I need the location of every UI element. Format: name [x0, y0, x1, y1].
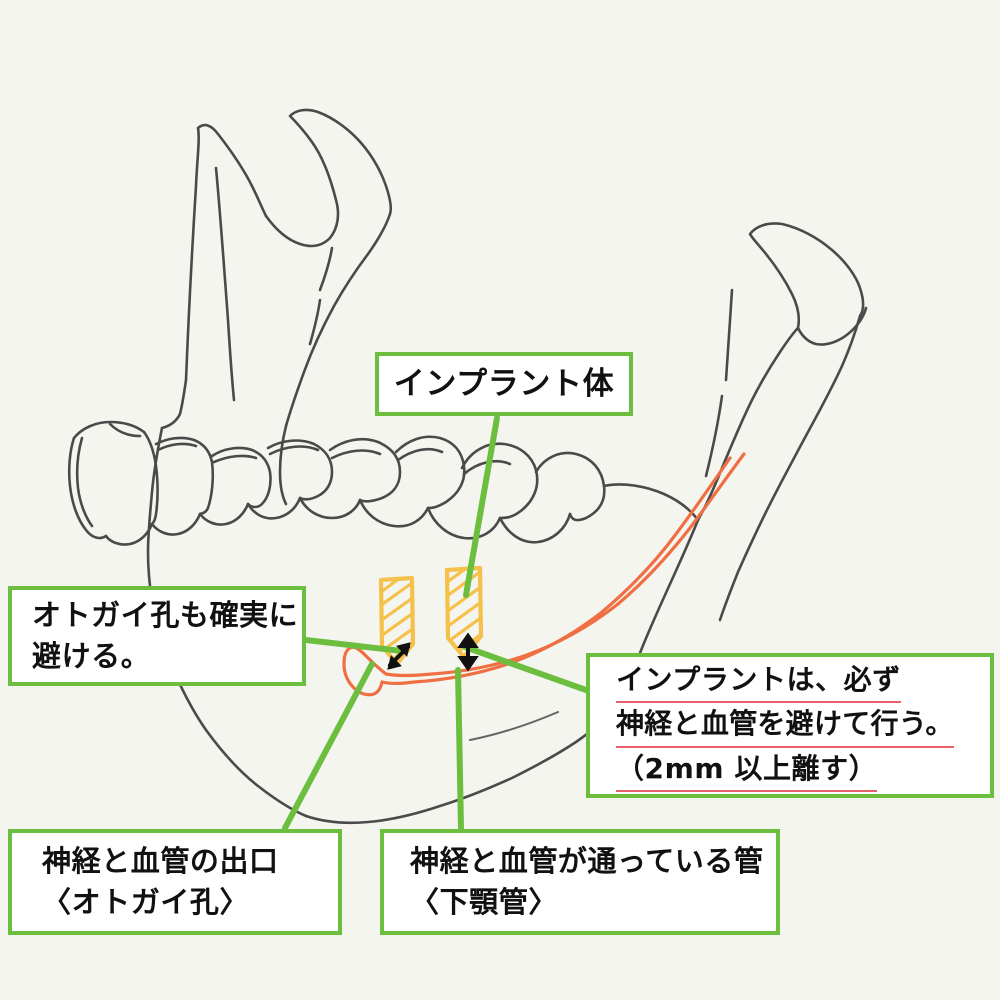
nerve-clearance-warning-line-2: 神経と血管を避けて行う。 [616, 703, 954, 748]
leader-warning [462, 644, 589, 693]
mandibular-canal-callout: 神経と血管が通っている管 〈下顎管〉 [380, 829, 780, 935]
nerve-vessel-exit-line-2: 〈オトガイ孔〉 [42, 885, 250, 919]
leader-foramen [303, 637, 405, 654]
leader-exit [282, 661, 375, 831]
mandibular-canal-line-2: 〈下顎管〉 [410, 885, 558, 919]
nerve-vessel-exit-line-1: 神経と血管の出口 [42, 843, 279, 878]
nerve-clearance-warning-line-1: インプラントは、必ず [616, 659, 901, 704]
nerve-vessel-exit-callout: 神経と血管の出口 〈オトガイ孔〉 [8, 829, 342, 935]
callout-leader-lines [282, 415, 589, 831]
implant-body-callout-line-1: インプラント体 [393, 365, 615, 402]
mental-foramen-avoid-callout-line-1: オトガイ孔も確実に [32, 597, 299, 632]
clearance-arrow-left [387, 642, 411, 670]
mental-foramen-avoid-callout-line-2: 避ける。 [32, 639, 151, 673]
implant-body-callout: インプラント体 [375, 352, 633, 416]
clearance-arrows [387, 632, 479, 672]
leader-implant [463, 415, 500, 598]
leader-canal [455, 667, 464, 831]
clearance-arrow-right [457, 632, 479, 672]
mandibular-canal-path [342, 452, 746, 697]
nerve-clearance-warning-line-3: （2mm 以上離す） [616, 748, 878, 792]
mental-foramen-avoid-callout: オトガイ孔も確実に 避ける。 [8, 586, 306, 686]
nerve-clearance-warning-callout: インプラントは、必ず 神経と血管を避けて行う。 （2mm 以上離す） [586, 653, 994, 798]
mandibular-canal-line-1: 神経と血管が通っている管 [410, 843, 764, 878]
